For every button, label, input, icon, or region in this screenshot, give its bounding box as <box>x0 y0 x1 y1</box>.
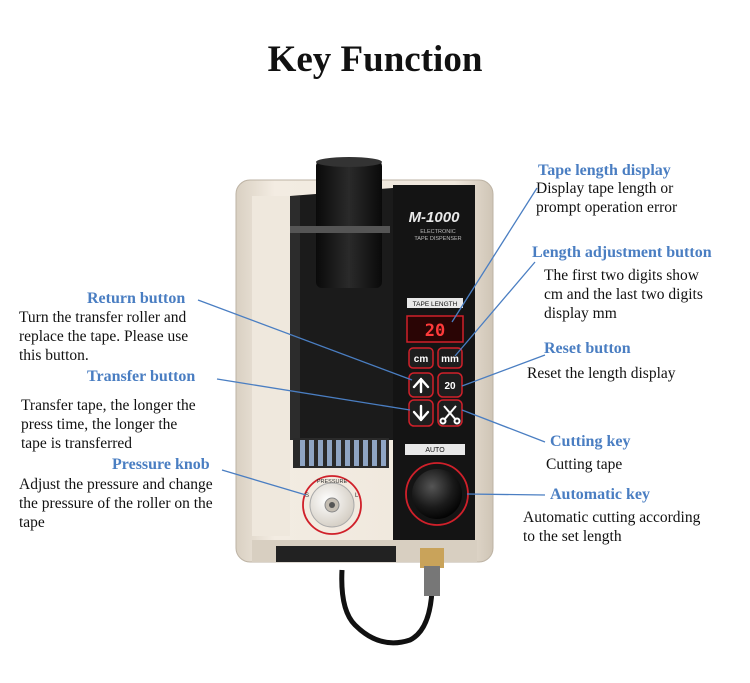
arrow-down-icon <box>412 404 430 422</box>
desc-tape-length-display: Display tape length or prompt operation … <box>536 180 678 216</box>
leader-length-adjustment <box>454 261 536 357</box>
return-button[interactable] <box>408 372 434 398</box>
desc-automatic-key: Automatic cutting according to the set l… <box>523 509 701 545</box>
leader-cutting-key <box>461 409 546 443</box>
brand-sub1: ELECTRONIC <box>420 229 455 235</box>
cm-button[interactable]: cm <box>408 347 434 369</box>
label-cutting-key: Cutting key <box>550 433 631 450</box>
label-tape-length-display: Tape length display <box>538 162 671 179</box>
scissors-icon <box>439 405 461 425</box>
auto-label: AUTO <box>425 447 445 454</box>
mm-button-label: mm <box>441 354 459 365</box>
brand-sub2: TAPE DISPENSER <box>414 236 461 242</box>
page-title: Key Function <box>267 39 483 80</box>
label-transfer-button: Transfer button <box>87 368 196 385</box>
reset-button-label: 20 <box>444 381 456 392</box>
transfer-button[interactable] <box>408 399 434 427</box>
arrow-up-icon <box>412 377 430 394</box>
display-value: 20 <box>425 321 445 341</box>
label-pressure-knob: Pressure knob <box>112 456 210 473</box>
label-automatic-key: Automatic key <box>550 486 650 503</box>
desc-length-adjustment: The first two digits show cm and the las… <box>544 267 703 322</box>
brand-logo: M-1000 <box>409 209 461 226</box>
desc-pressure-knob: Adjust the pressure and change the press… <box>19 476 213 531</box>
pressure-low-mark: S <box>305 493 309 499</box>
pressure-high-mark: L <box>355 493 359 499</box>
control-panel: M-1000 ELECTRONIC TAPE DISPENSER TAPE LE… <box>393 185 475 540</box>
leader-transfer-button <box>216 378 411 411</box>
tape-length-label: TAPE LENGTH <box>413 301 458 308</box>
label-reset-button: Reset button <box>544 340 631 357</box>
cm-button-label: cm <box>414 354 429 365</box>
pressure-knob-label: PRESSURE <box>317 479 348 485</box>
reset-button[interactable]: 20 <box>437 372 463 398</box>
label-return-button: Return button <box>87 290 186 307</box>
mm-button[interactable]: mm <box>437 347 463 369</box>
desc-transfer-button: Transfer tape, the longer the press time… <box>21 397 196 452</box>
leader-return-button <box>197 299 413 381</box>
desc-reset-button: Reset the length display <box>527 365 676 382</box>
leader-tape-length-display <box>451 187 538 323</box>
leader-reset-button <box>461 354 546 387</box>
cutting-key[interactable] <box>437 399 463 427</box>
pressure-knob[interactable]: PRESSURE S L <box>302 475 362 535</box>
label-length-adjustment: Length adjustment button <box>532 244 712 261</box>
leader-automatic-key <box>466 493 546 496</box>
leader-pressure-knob <box>221 469 307 496</box>
desc-cutting-key: Cutting tape <box>546 456 623 473</box>
desc-return-button: Turn the transfer roller and replace the… <box>19 309 189 364</box>
